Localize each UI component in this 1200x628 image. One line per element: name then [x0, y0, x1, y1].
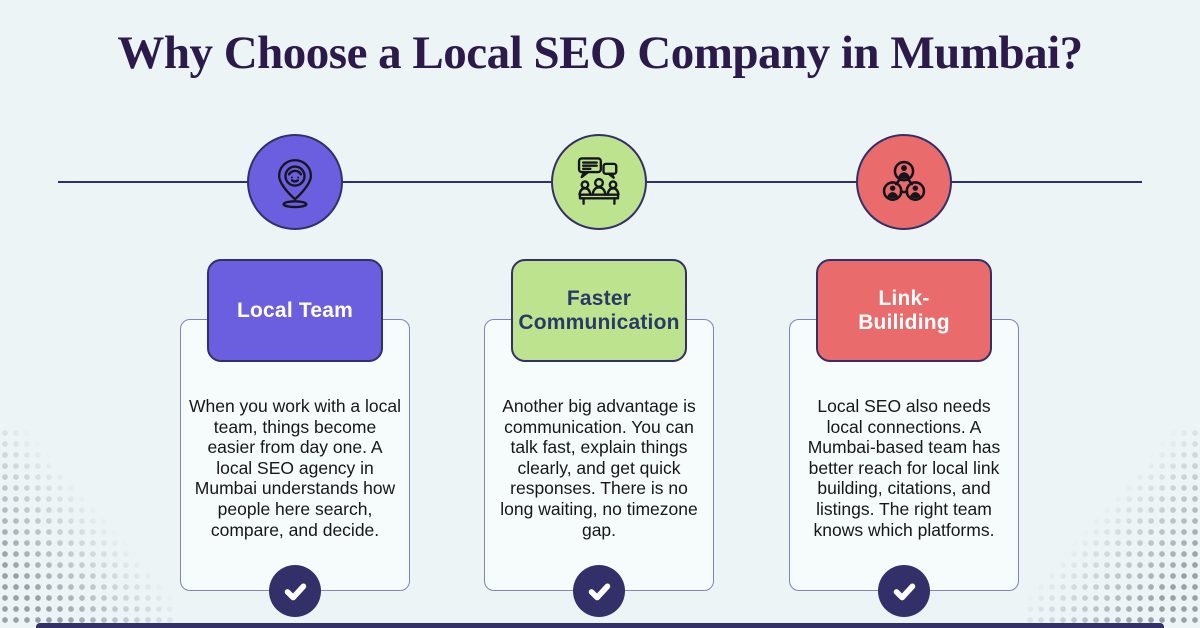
header-label: Local Team: [237, 298, 353, 322]
checkmark-icon: [269, 565, 321, 617]
column-faster-communication: Faster Communication Another big advanta…: [484, 0, 714, 628]
checkmark-icon: [573, 565, 625, 617]
header-card: Faster Communication: [511, 259, 687, 362]
body-card: Another big advantage is communication. …: [484, 319, 714, 591]
column-link-building: Link- Builiding Local SEO also needs loc…: [789, 0, 1019, 628]
body-text: Local SEO also needs local connections. …: [807, 396, 1001, 540]
location-pin-person-icon: [247, 134, 343, 230]
meeting-discussion-icon: [551, 134, 647, 230]
page-title: Why Choose a Local SEO Company in Mumbai…: [117, 27, 1083, 79]
header-label: Faster Communication: [518, 287, 680, 334]
header-card: Local Team: [207, 259, 383, 362]
bottom-accent-bar: [36, 623, 1164, 628]
halftone-dots-bottom-left: [0, 428, 175, 628]
header-card: Link- Builiding: [816, 259, 992, 362]
header-label: Link- Builiding: [858, 287, 950, 334]
body-card: When you work with a local team, things …: [180, 319, 410, 591]
body-text: When you work with a local team, things …: [188, 396, 402, 540]
team-network-icon: [856, 134, 952, 230]
column-local-team: Local Team When you work with a local te…: [180, 0, 410, 628]
body-text: Another big advantage is communication. …: [500, 396, 698, 540]
checkmark-icon: [878, 565, 930, 617]
halftone-dots-bottom-right: [1025, 428, 1200, 628]
body-card: Local SEO also needs local connections. …: [789, 319, 1019, 591]
